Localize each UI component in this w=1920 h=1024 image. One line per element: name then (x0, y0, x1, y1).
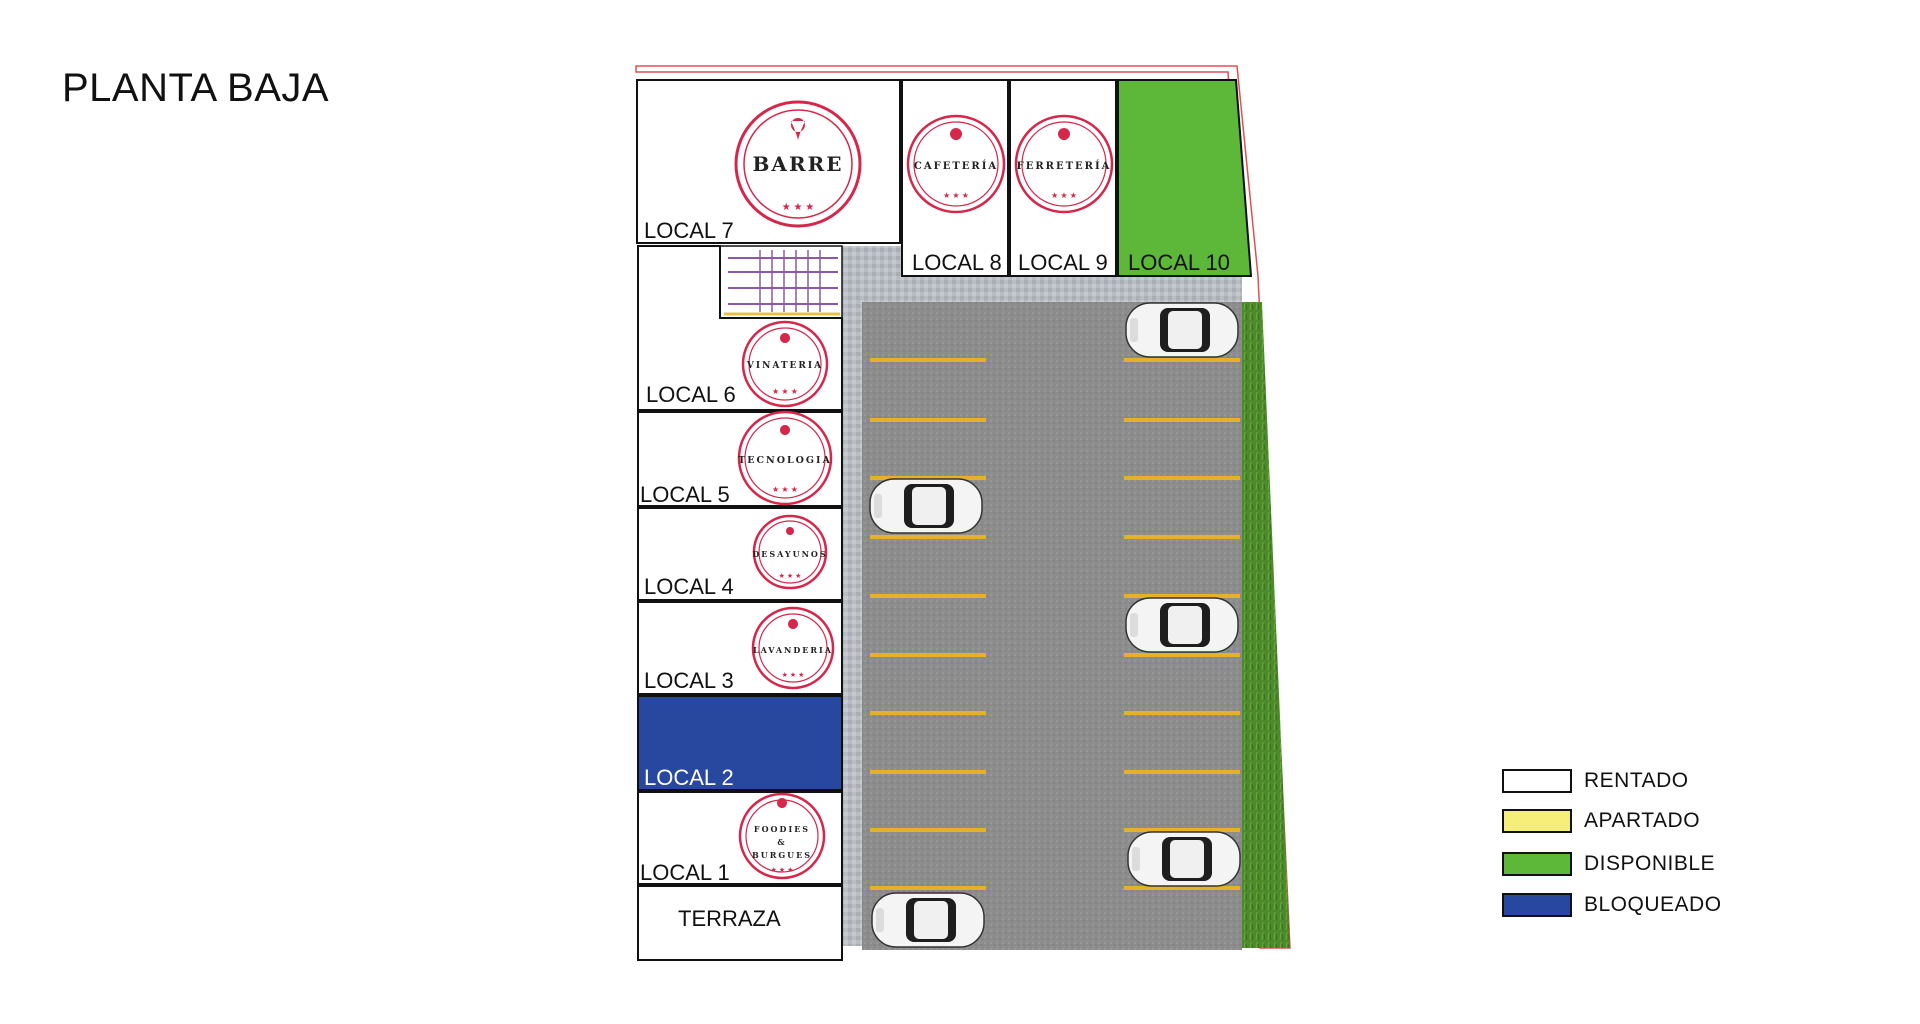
legend-label: DISPONIBLE (1584, 852, 1716, 875)
stars-icon: ★ ★ ★ (1051, 191, 1077, 200)
legend-label: BLOQUEADO (1584, 893, 1722, 916)
car-icon (1127, 831, 1241, 887)
local-9[interactable]: FERRETERÍA ★ ★ ★ LOCAL 9 (1009, 79, 1117, 277)
local-label: LOCAL 1 (640, 860, 730, 885)
local-label: LOCAL 3 (644, 668, 734, 693)
stars-icon: ★ ★ ★ (782, 202, 814, 213)
map-pin-icon (788, 619, 799, 629)
map-pin-icon (777, 798, 788, 808)
logo-badge: VINATERIA ★ ★ ★ (741, 320, 829, 408)
local-8[interactable]: CAFETERÍA ★ ★ ★ LOCAL 8 (901, 79, 1009, 277)
local-label: LOCAL 8 (912, 250, 1002, 275)
local-1[interactable]: FOODIES & BURGUES ★ ★ ★ LOCAL 1 (637, 791, 843, 885)
local-7[interactable]: BARRE ★ ★ ★ LOCAL 7 (636, 79, 901, 244)
legend-label: APARTADO (1584, 809, 1701, 832)
grass-strip (1242, 302, 1290, 948)
logo-text: BARRE (753, 152, 844, 176)
legend-swatch (1502, 852, 1572, 876)
logo-badge: FERRETERÍA ★ ★ ★ (1014, 114, 1114, 214)
logo-badge: DESAYUNOS ★ ★ ★ (752, 514, 828, 590)
parking-lines-left (870, 358, 986, 890)
logo-badge: FOODIES & BURGUES ★ ★ ★ (738, 792, 826, 880)
map-pin-icon (950, 128, 963, 140)
legend-swatch (1502, 809, 1572, 833)
car-icon (871, 892, 985, 948)
car-icon (1125, 597, 1239, 653)
logo-text: LAVANDERIA (753, 645, 833, 655)
logo-text: TECNOLOGIA (738, 455, 832, 466)
local-10[interactable]: LOCAL 10 (1117, 79, 1253, 277)
logo-badge: LAVANDERIA ★ ★ ★ (751, 606, 835, 690)
local-label: LOCAL 2 (644, 765, 734, 790)
local-5[interactable]: TECNOLOGIA ★ ★ ★ LOCAL 5 (637, 410, 843, 507)
map-pin-icon (780, 425, 791, 435)
logo-text: & (777, 837, 786, 847)
logo-text: CAFETERÍA (914, 160, 998, 172)
stars-icon: ★ ★ ★ (772, 387, 798, 396)
map-pin-icon (791, 118, 806, 141)
logo-text: BURGUES (752, 850, 812, 860)
map-pin-icon (786, 526, 795, 535)
local-label: LOCAL 5 (640, 482, 730, 507)
legend-swatch (1502, 769, 1572, 793)
logo-text: VINATERIA (746, 361, 823, 371)
terraza-label: TERRAZA (678, 906, 781, 931)
walkway (842, 246, 862, 946)
legend-item-bloqueado: BLOQUEADO (1502, 890, 1722, 920)
local-3[interactable]: LAVANDERIA ★ ★ ★ LOCAL 3 (637, 601, 843, 695)
parking-lines-right (1124, 358, 1240, 890)
local-label: LOCAL 7 (644, 218, 734, 243)
logo-badge: TECNOLOGIA ★ ★ ★ (737, 410, 833, 506)
local-label: LOCAL 6 (646, 382, 736, 407)
stars-icon: ★ ★ ★ (943, 191, 969, 200)
legend-label: RENTADO (1584, 769, 1689, 792)
stars-icon: ★ ★ ★ (779, 572, 802, 580)
logo-text: FOODIES (754, 824, 810, 834)
logo-text: FERRETERÍA (1017, 160, 1112, 172)
page-title: PLANTA BAJA (62, 66, 330, 110)
legend-item-disponible: DISPONIBLE (1502, 849, 1715, 879)
local-6[interactable]: VINATERIA ★ ★ ★ LOCAL 6 (637, 245, 843, 411)
logo-text: DESAYUNOS (752, 549, 827, 559)
legend-item-apartado: APARTADO (1502, 806, 1700, 836)
stars-icon: ★ ★ ★ (772, 485, 798, 494)
local-label: LOCAL 4 (644, 574, 734, 599)
local-label: LOCAL 9 (1018, 250, 1108, 275)
legend-swatch (1502, 893, 1572, 917)
car-icon (1125, 302, 1239, 358)
stars-icon: ★ ★ ★ (771, 866, 794, 874)
stairs (719, 245, 843, 319)
terraza[interactable]: TERRAZA (637, 885, 843, 961)
logo-badge: CAFETERÍA ★ ★ ★ (906, 114, 1006, 214)
car-icon (869, 478, 983, 534)
logo-badge: BARRE ★ ★ ★ (734, 100, 862, 228)
map-pin-icon (780, 332, 791, 343)
local-label: LOCAL 10 (1128, 250, 1230, 275)
stars-icon: ★ ★ ★ (782, 671, 805, 679)
map-pin-icon (1058, 128, 1071, 140)
local-2[interactable]: LOCAL 2 (637, 695, 843, 791)
local-4[interactable]: DESAYUNOS ★ ★ ★ LOCAL 4 (637, 507, 843, 601)
legend-item-rentado: RENTADO (1502, 766, 1689, 796)
